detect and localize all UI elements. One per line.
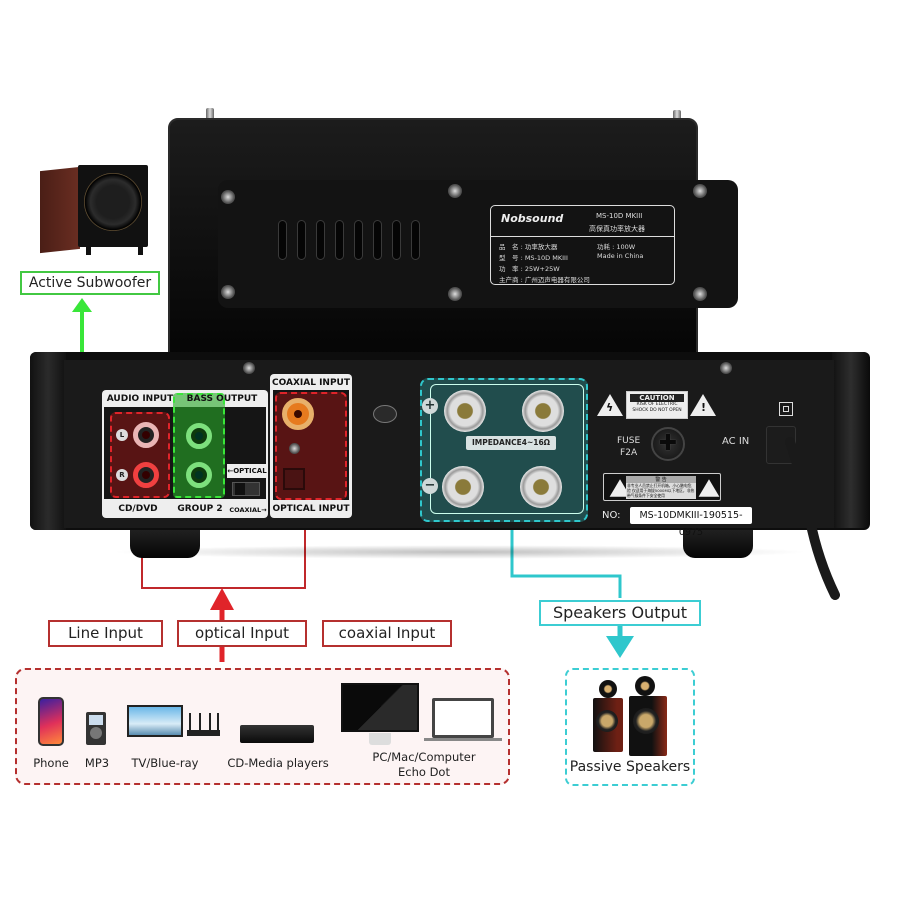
bass-jack-2[interactable] (186, 462, 212, 488)
plate-origin: Made in China (597, 252, 644, 260)
floor-shadow (110, 545, 810, 559)
laptop-base (424, 738, 502, 741)
rca-jack-left[interactable] (133, 422, 159, 448)
screw (693, 184, 707, 198)
double-insulation-icon (779, 402, 793, 416)
laptop-icon (432, 698, 494, 738)
lid-knob (673, 110, 681, 120)
optical-input-label: OPTICAL INPUT (272, 504, 350, 514)
optical-jack[interactable] (283, 468, 305, 490)
screw (448, 287, 462, 301)
serial-prefix: NO: (602, 510, 621, 521)
plate-power: 功耗 : 100W (597, 243, 636, 251)
plate-model: MS-10D MKIII (596, 212, 643, 220)
vent (392, 220, 401, 260)
plate-row: 型 号 : MS-10D MKIII (499, 254, 568, 262)
speaker-terminal-plate (430, 384, 584, 514)
device-label-phone: Phone (33, 756, 69, 770)
bass-arrow (72, 298, 92, 312)
speaker-post-pos-right[interactable] (522, 390, 564, 432)
group2-label: GROUP 2 (177, 504, 223, 514)
input-selector-switch[interactable] (232, 482, 260, 496)
right-channel-marker: R (116, 469, 128, 481)
router-icon (187, 713, 220, 737)
minus-icon: − (422, 478, 438, 494)
ac-in-label: AC IN (722, 436, 750, 447)
coaxial-input-callout: coaxial Input (322, 620, 452, 647)
plate-row: 品 名 : 功率放大器 (499, 243, 558, 251)
optical-input-callout: optical Input (177, 620, 307, 647)
vent (278, 220, 287, 260)
screw (720, 362, 732, 374)
mp3-player-icon (86, 712, 106, 745)
screw (448, 184, 462, 198)
rca-jack-right[interactable] (133, 462, 159, 488)
power-cord (785, 437, 840, 600)
active-subwoofer-callout: Active Subwoofer (20, 271, 160, 295)
impedance-label: IMPEDANCE4~16Ω (466, 436, 556, 450)
chassis-side-left (30, 352, 66, 530)
device-label-mp3: MP3 (84, 756, 110, 770)
screw (243, 362, 255, 374)
coaxial-switch-label: COAXIAL→ (229, 506, 267, 514)
speaker-line (510, 520, 622, 598)
ground-badge-icon (373, 405, 397, 423)
screw (693, 287, 707, 301)
device-label-tv: TV/Blue-ray (131, 756, 199, 770)
subwoofer-image (40, 165, 150, 255)
speaker-post-neg-left[interactable] (442, 466, 484, 508)
line-input-callout: Line Input (48, 620, 163, 647)
speaker-post-neg-right[interactable] (520, 466, 562, 508)
vent (316, 220, 325, 260)
bass-output-label: BASS OUTPUT (186, 394, 258, 404)
passive-speakers-label: Passive Speakers (569, 759, 691, 775)
vent (297, 220, 306, 260)
plate-row: 主产商 : 广州迈声电器有限公司 (499, 276, 590, 284)
caution-label: CAUTION RISK OF ELECTRIC SHOCK DO NOT OP… (626, 391, 688, 419)
vent (373, 220, 382, 260)
chassis-side-right (832, 352, 870, 528)
lid-knob (206, 108, 214, 120)
vent (335, 220, 344, 260)
coaxial-jack[interactable] (282, 398, 314, 430)
warning-label-cn: 警 告 非专业人员禁止打开机箱，小心触电危险 仅适用于海拔5000M以下地区，非… (603, 473, 721, 501)
fuse-holder[interactable]: ✚ (651, 427, 685, 461)
plus-icon: + (422, 398, 438, 414)
input-arrow-head (210, 588, 234, 610)
cd-dvd-label: CD/DVD (118, 504, 158, 514)
screw (289, 443, 300, 454)
speaker-arrow-head (606, 636, 634, 658)
vent-slots (278, 220, 420, 260)
device-label-echo: Echo Dot (398, 765, 450, 779)
device-label-cd: CD-Media players (227, 756, 329, 770)
foot (130, 528, 200, 558)
vent (354, 220, 363, 260)
monitor-stand (369, 733, 391, 745)
cd-player-icon (240, 725, 314, 743)
exclamation-warning-icon (690, 394, 716, 416)
plate-subtitle: 高保真功率放大器 (589, 225, 645, 233)
screw (221, 285, 235, 299)
speakers-output-callout: Speakers Output (539, 600, 701, 626)
device-label-pc: PC/Mac/Computer (372, 750, 476, 764)
audio-input-label: AUDIO INPUT (106, 394, 174, 404)
tv-icon (127, 705, 183, 737)
phone-icon (38, 697, 64, 746)
screw (221, 190, 235, 204)
speaker-post-pos-left[interactable] (444, 390, 486, 432)
brand-logo: Nobsound (501, 212, 564, 225)
optical-switch-label: ←OPTICAL (227, 464, 267, 478)
coaxial-input-label: COAXIAL INPUT (271, 378, 351, 388)
shock-warning-icon (597, 394, 623, 416)
foot (683, 528, 753, 558)
left-channel-marker: L (116, 429, 128, 441)
bass-jack-1[interactable] (186, 423, 212, 449)
spec-label-plate: Nobsound MS-10D MKIII 高保真功率放大器 品 名 : 功率放… (490, 205, 675, 285)
vent (411, 220, 420, 260)
monitor-icon (341, 683, 419, 732)
serial-number: MS-10DMKIII-190515-0975 (630, 507, 752, 538)
plate-row: 功 率 : 25W+25W (499, 265, 560, 273)
passive-speakers-icon (591, 676, 671, 758)
